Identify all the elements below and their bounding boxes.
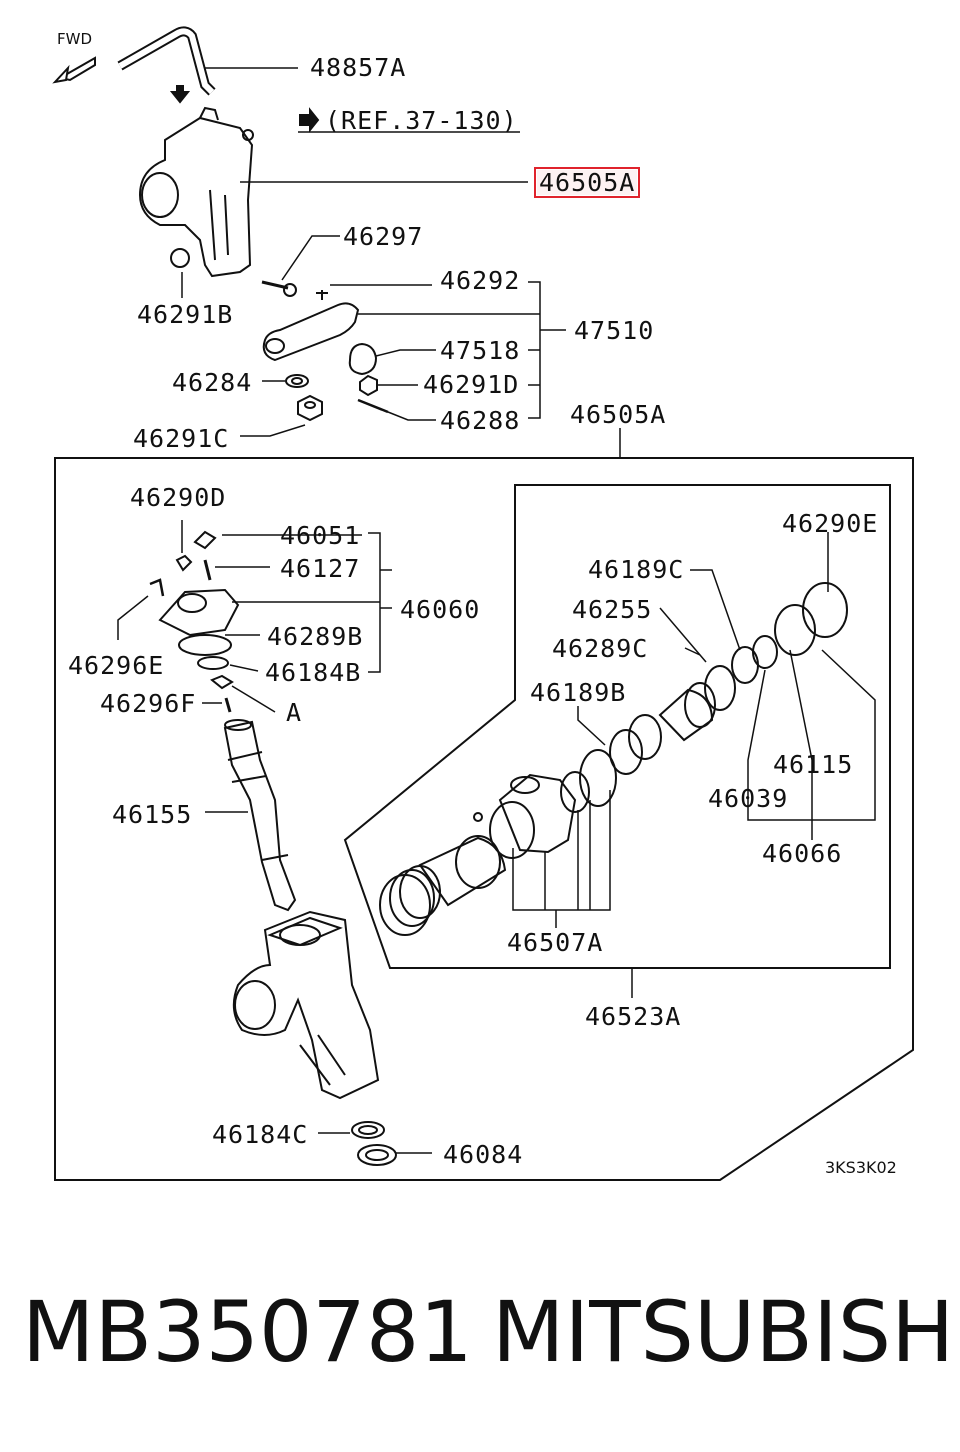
- part-number: MB350781: [22, 1283, 473, 1381]
- label-46155: 46155: [112, 800, 193, 829]
- label-46291C: 46291C: [133, 424, 230, 453]
- label-46127: 46127: [280, 554, 361, 583]
- footer: MB350781 MITSUBISHI: [0, 1290, 960, 1400]
- steering-gear-diagram: FWD 48857A (REF.37-130) 46505A 46297 462…: [0, 0, 960, 1240]
- sector-shaft: [225, 720, 295, 910]
- inner-box: [345, 485, 890, 968]
- label-46507A: 46507A: [507, 928, 604, 957]
- label-46289B: 46289B: [267, 622, 364, 651]
- gear-box-top: [140, 108, 253, 276]
- ref-arrow-icon: [300, 110, 318, 130]
- label-48857A: 48857A: [310, 53, 407, 82]
- label-46051: 46051: [280, 521, 361, 550]
- label-46505A-box: 46505A: [570, 400, 667, 429]
- label-46297: 46297: [343, 222, 424, 251]
- pitman-arm: [264, 290, 358, 360]
- brand-name: MITSUBISHI: [492, 1283, 960, 1381]
- label-46291B: 46291B: [137, 300, 234, 329]
- label-46523A: 46523A: [585, 1002, 682, 1031]
- fwd-arrow-icon: [55, 58, 95, 82]
- label-46288: 46288: [440, 406, 521, 435]
- label-46296E: 46296E: [68, 651, 165, 680]
- gear-housing: [234, 912, 378, 1098]
- label-46115: 46115: [773, 750, 854, 779]
- label-46084: 46084: [443, 1140, 524, 1169]
- label-47510: 47510: [574, 316, 655, 345]
- label-46039: 46039: [708, 784, 789, 813]
- diagram-drawing: [0, 0, 960, 1240]
- piston-assembly: [380, 583, 847, 935]
- label-A: A: [286, 698, 303, 727]
- label-46066: 46066: [762, 839, 843, 868]
- highlighted-part-label[interactable]: 46505A: [533, 167, 641, 198]
- label-46296F: 46296F: [100, 689, 197, 718]
- ref-text: (REF.37-130): [325, 106, 518, 135]
- label-46291D: 46291D: [423, 370, 520, 399]
- label-46290D: 46290D: [130, 483, 227, 512]
- label-47518: 47518: [440, 336, 521, 365]
- label-46184C: 46184C: [212, 1120, 309, 1149]
- label-46289C: 46289C: [552, 634, 649, 663]
- label-46284: 46284: [172, 368, 253, 397]
- outer-box: [55, 458, 913, 1180]
- up-arrow-icon: [172, 86, 188, 102]
- label-46184B: 46184B: [265, 658, 362, 687]
- label-46292: 46292: [440, 266, 521, 295]
- label-46060: 46060: [400, 595, 481, 624]
- label-46255: 46255: [572, 595, 653, 624]
- label-46290E: 46290E: [782, 509, 879, 538]
- valve-cover: [150, 532, 238, 712]
- diagram-code: 3KS3K02: [825, 1158, 897, 1177]
- label-46189B: 46189B: [530, 678, 627, 707]
- label-46189C: 46189C: [588, 555, 685, 584]
- fwd-label: FWD: [57, 30, 93, 48]
